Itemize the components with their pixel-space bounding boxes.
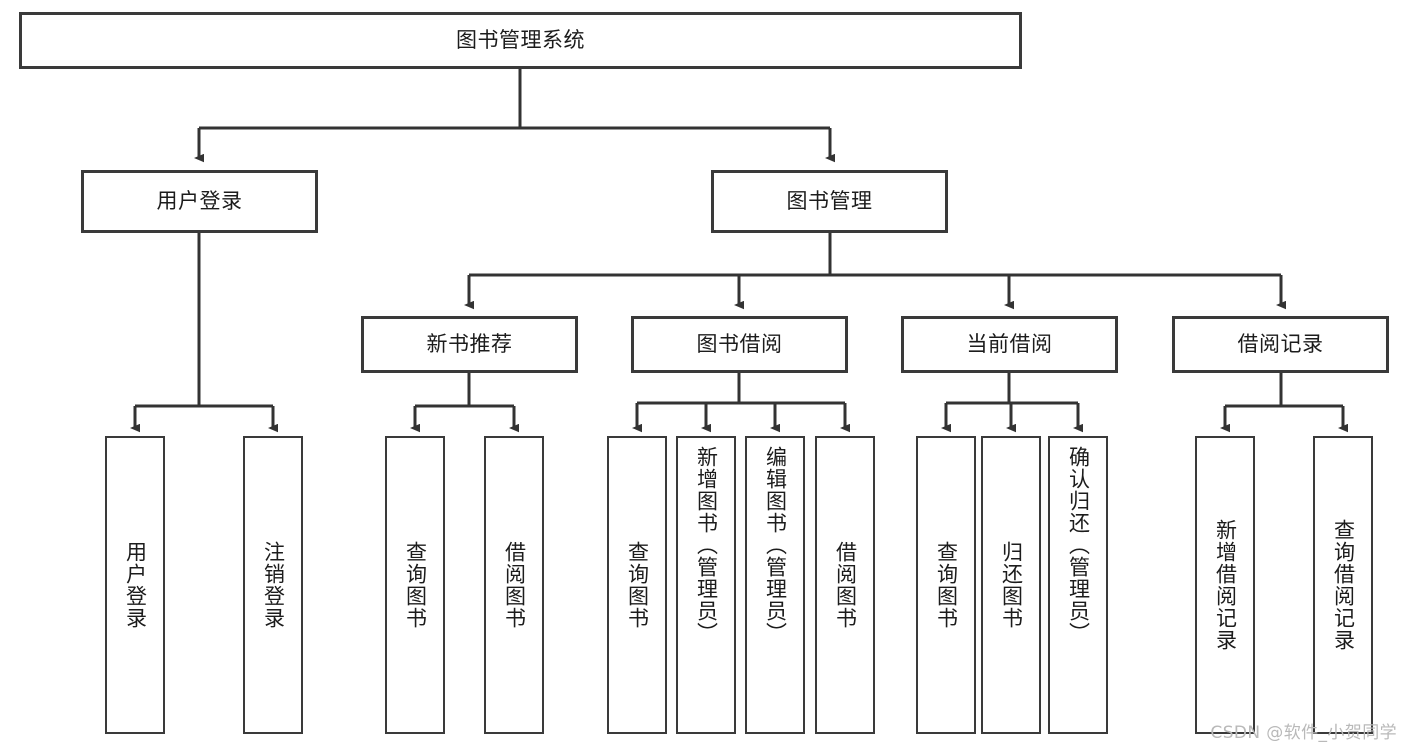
leaf-current-query-book-label: 查询图书 [934, 541, 959, 629]
leaf-borrow-add-book[interactable]: 新增图书（管理员） [676, 436, 736, 734]
leaf-text-wrap: 归还图书 [998, 438, 1025, 732]
leaf-borrow-edit-book-label: 编辑图书（管理员） [763, 446, 788, 644]
leaf-borrow-query-book[interactable]: 查询图书 [607, 436, 667, 734]
node-root[interactable]: 图书管理系统 [19, 12, 1022, 69]
node-book-borrow-label: 图书借阅 [696, 331, 783, 356]
leaf-current-return-book[interactable]: 归还图书 [981, 436, 1041, 734]
leaf-borrow-add-book-label: 新增图书（管理员） [694, 446, 719, 644]
node-new-book-recommend-label: 新书推荐 [426, 331, 513, 356]
node-book-management[interactable]: 图书管理 [711, 170, 948, 233]
node-current-borrow[interactable]: 当前借阅 [901, 316, 1118, 373]
leaf-text-wrap: 用户登录 [122, 438, 149, 732]
leaf-borrow-query-book-label: 查询图书 [625, 541, 650, 629]
node-current-borrow-label: 当前借阅 [966, 331, 1053, 356]
leaf-current-confirm-return[interactable]: 确认归还（管理员） [1048, 436, 1108, 734]
node-borrow-record-label: 借阅记录 [1237, 331, 1324, 356]
leaf-user-login-signout[interactable]: 注销登录 [243, 436, 303, 734]
node-new-book-recommend[interactable]: 新书推荐 [361, 316, 578, 373]
node-user-login-label: 用户登录 [156, 188, 243, 213]
node-borrow-record[interactable]: 借阅记录 [1172, 316, 1389, 373]
leaf-text-wrap: 借阅图书 [501, 438, 528, 732]
leaf-text-wrap: 借阅图书 [832, 438, 859, 732]
leaf-record-query-record[interactable]: 查询借阅记录 [1313, 436, 1373, 734]
leaf-text-wrap: 注销登录 [260, 438, 287, 732]
leaf-text-wrap: 查询图书 [933, 438, 960, 732]
leaf-current-confirm-return-label: 确认归还（管理员） [1066, 446, 1091, 644]
leaf-text-wrap: 查询图书 [624, 438, 651, 732]
leaf-text-wrap: 新增借阅记录 [1212, 438, 1239, 732]
leaf-current-query-book[interactable]: 查询图书 [916, 436, 976, 734]
leaf-text-wrap: 查询图书 [402, 438, 429, 732]
leaf-user-login-signin-label: 用户登录 [123, 541, 148, 629]
watermark-text: CSDN @软件_小贺同学 [1210, 723, 1397, 743]
leaf-recommend-borrow-book-label: 借阅图书 [502, 541, 527, 629]
leaf-record-query-record-label: 查询借阅记录 [1331, 519, 1356, 651]
node-book-management-label: 图书管理 [786, 188, 873, 213]
leaf-recommend-borrow-book[interactable]: 借阅图书 [484, 436, 544, 734]
leaf-user-login-signin[interactable]: 用户登录 [105, 436, 165, 734]
leaf-current-return-book-label: 归还图书 [999, 541, 1024, 629]
node-book-borrow[interactable]: 图书借阅 [631, 316, 848, 373]
leaf-record-add-record[interactable]: 新增借阅记录 [1195, 436, 1255, 734]
leaf-borrow-borrow-book-label: 借阅图书 [833, 541, 858, 629]
leaf-record-add-record-label: 新增借阅记录 [1213, 519, 1238, 651]
leaf-recommend-query-book[interactable]: 查询图书 [385, 436, 445, 734]
leaf-borrow-borrow-book[interactable]: 借阅图书 [815, 436, 875, 734]
leaf-borrow-edit-book[interactable]: 编辑图书（管理员） [745, 436, 805, 734]
leaf-user-login-signout-label: 注销登录 [261, 541, 286, 629]
node-root-label: 图书管理系统 [456, 27, 585, 52]
node-user-login[interactable]: 用户登录 [81, 170, 318, 233]
leaf-recommend-query-book-label: 查询图书 [403, 541, 428, 629]
leaf-text-wrap: 查询借阅记录 [1330, 438, 1357, 732]
